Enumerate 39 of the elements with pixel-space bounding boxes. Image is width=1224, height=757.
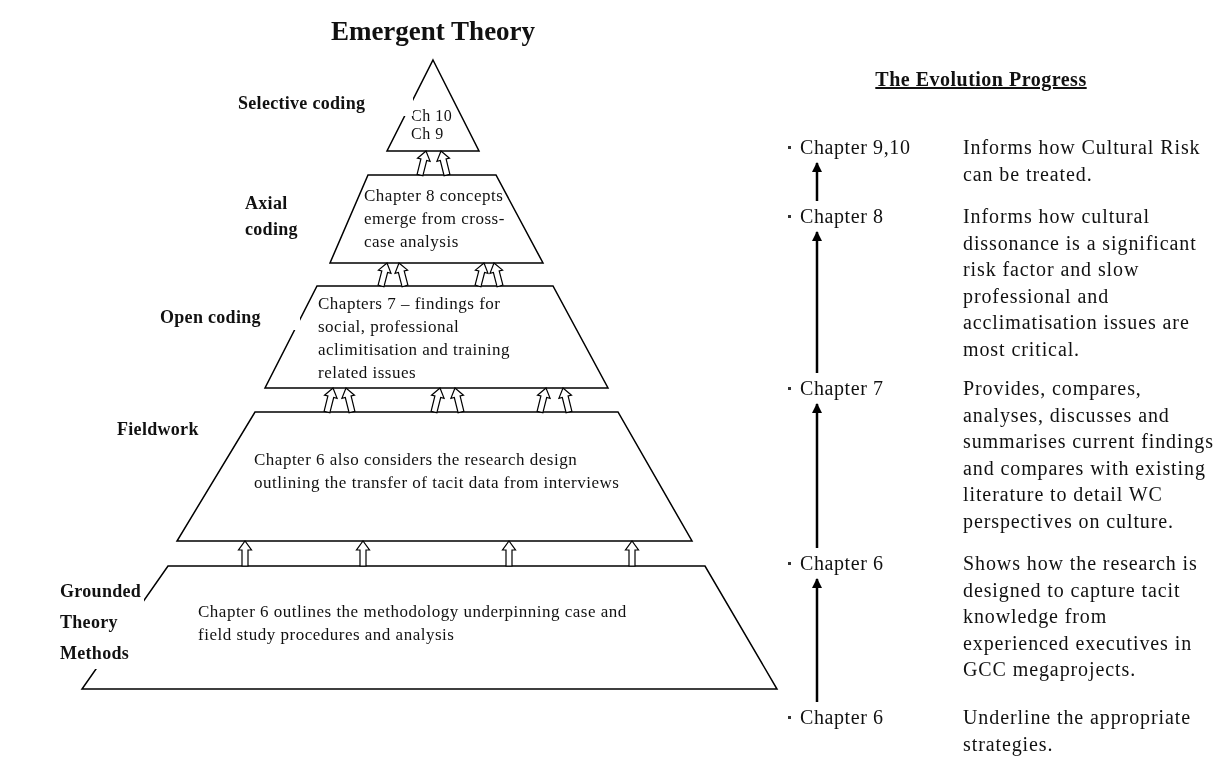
block-arrow <box>323 387 339 414</box>
chapter-label: Chapter 9,10 <box>800 134 911 161</box>
chapter-label: Chapter 8 <box>800 203 884 230</box>
arrow <box>812 578 822 702</box>
block-arrow <box>536 387 552 414</box>
tier-text: Chapter 8 concepts emerge from cross-case analysis <box>364 185 506 253</box>
tier-text: Chapters 7 – findings for social, professional aclimitisation and training related issues <box>318 293 511 384</box>
chapter-description: Provides, compares, analyses, discusses and summarises current findings and compares with existing literature to detail WC perspectives on culture. <box>963 376 1215 534</box>
pyramid-apex <box>387 60 479 151</box>
chapter-description: Informs how Cultural Risk can be treated. <box>963 135 1202 187</box>
chapter-label: Chapter 6 <box>800 704 884 731</box>
arrow <box>812 231 822 373</box>
block-arrow <box>237 539 253 567</box>
block-arrow <box>449 387 465 414</box>
diagram-title: Emergent Theory <box>329 15 537 48</box>
block-arrow <box>624 539 640 567</box>
chapter-label: Chapter 6 <box>800 550 884 577</box>
section-heading: The Evolution Progress <box>874 67 1088 92</box>
block-arrow <box>501 539 517 567</box>
chapter-description: Informs how cultural dissonance is a significant risk factor and slow professional and acclimatisation issues are most critical. <box>963 204 1198 362</box>
arrow <box>812 403 822 548</box>
tier-text: Chapter 6 outlines the methodology underpinning case and field study procedures and analysis <box>198 601 628 646</box>
tier-text: Chapter 6 also considers the research design outlining the transfer of tacit data from interviews <box>254 449 621 494</box>
chapter-description: Underline the appropriate strategies. <box>963 705 1192 757</box>
pyramid-tier <box>265 286 608 388</box>
block-arrow <box>394 262 409 288</box>
chapter-description: Shows how the research is designed to capture tacit knowledge from experienced executives in GCC megaprojects. <box>963 551 1199 683</box>
pyramid-tier <box>330 175 543 263</box>
block-arrow <box>474 262 489 288</box>
block-arrow <box>557 387 573 414</box>
block-arrow <box>489 262 504 288</box>
block-arrow <box>435 150 451 177</box>
chapter-label: Chapter 7 <box>800 375 884 402</box>
arrow <box>812 162 822 201</box>
block-arrow <box>355 539 371 567</box>
block-arrow <box>340 387 356 414</box>
block-arrow <box>377 262 392 288</box>
block-arrow <box>430 387 446 414</box>
block-arrow <box>416 150 432 177</box>
